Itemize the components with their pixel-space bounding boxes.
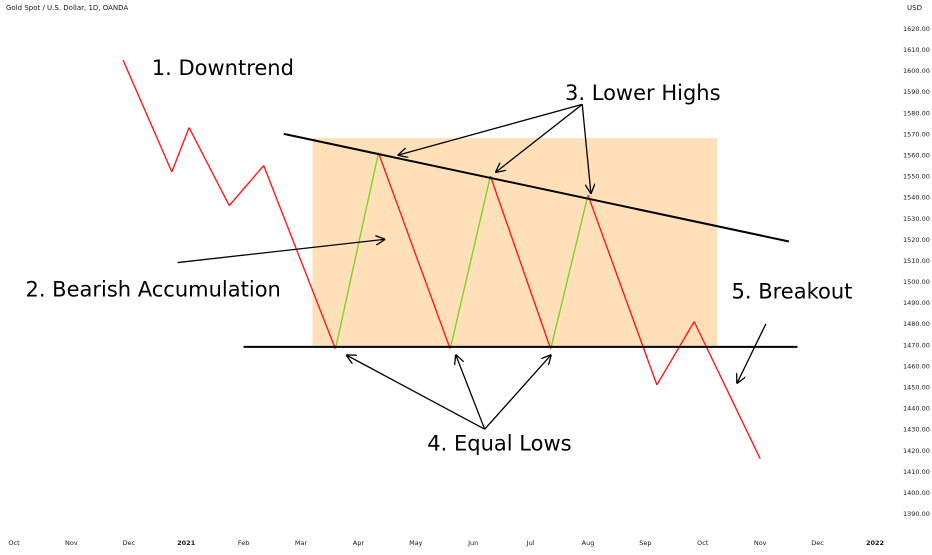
y-tick-label: 1430.00 <box>903 426 930 434</box>
x-tick-label: Dec <box>123 539 136 547</box>
y-tick-label: 1620.00 <box>903 25 930 33</box>
x-tick-label: 2022 <box>866 539 884 547</box>
x-tick-label: Apr <box>353 539 365 547</box>
annotation-arrow <box>484 355 551 430</box>
x-tick-label: Nov <box>65 539 78 547</box>
x-tick-label: Oct <box>697 539 709 547</box>
y-tick-label: 1590.00 <box>903 88 930 96</box>
accumulation-zone <box>312 138 718 347</box>
x-tick-label: Mar <box>295 539 308 547</box>
x-tick-label: Feb <box>238 539 250 547</box>
annotation-arrow <box>177 239 385 264</box>
y-tick-label: 1540.00 <box>903 194 930 202</box>
currency-label: USD <box>907 4 922 12</box>
price-segment-down <box>188 127 230 206</box>
annotation-arrow <box>737 323 767 383</box>
price-segment-up <box>334 152 380 350</box>
annotation-arrow <box>456 355 486 430</box>
x-tick-label: Aug <box>582 539 595 547</box>
price-segment-down <box>122 59 173 173</box>
annotation-arrow <box>399 103 583 155</box>
x-tick-label: Nov <box>754 539 767 547</box>
y-tick-label: 1480.00 <box>903 320 930 328</box>
price-segment-up <box>449 175 492 350</box>
resistance-trendline <box>283 132 790 243</box>
annotation-arrow <box>581 104 591 193</box>
y-tick-label: 1420.00 <box>903 447 930 455</box>
y-tick-label: 1550.00 <box>903 173 930 181</box>
y-tick-label: 1520.00 <box>903 236 930 244</box>
x-tick-label: Jul <box>526 539 535 547</box>
y-tick-label: 1460.00 <box>903 362 930 370</box>
price-segment-down <box>171 127 190 173</box>
annotation-arrow <box>347 355 485 430</box>
annotation-label: 2. Bearish Accumulation <box>25 277 280 301</box>
x-tick-label: 2021 <box>177 539 196 547</box>
price-segment-down <box>693 321 761 460</box>
x-tick-label: Dec <box>811 539 824 547</box>
y-tick-label: 1490.00 <box>903 299 930 307</box>
annotation-label: 3. Lower Highs <box>565 81 721 105</box>
y-tick-label: 1530.00 <box>903 215 930 223</box>
y-tick-label: 1500.00 <box>903 278 930 286</box>
y-tick-label: 1400.00 <box>903 489 930 497</box>
x-tick-label: Sep <box>639 539 651 547</box>
y-tick-label: 1410.00 <box>903 468 930 476</box>
y-tick-label: 1470.00 <box>903 341 930 349</box>
price-segment-down <box>228 165 265 207</box>
price-segment-down <box>377 152 451 350</box>
annotation-arrow <box>496 103 583 171</box>
price-segment-down <box>489 175 552 350</box>
annotation-label: 4. Equal Lows <box>427 431 571 455</box>
y-tick-label: 1440.00 <box>903 405 930 413</box>
symbol-title: Gold Spot / U.S. Dollar, 1D, OANDA <box>6 4 129 12</box>
y-tick-label: 1580.00 <box>903 109 930 117</box>
price-segment-down <box>587 194 658 386</box>
annotation-label: 1. Downtrend <box>152 56 294 80</box>
x-tick-label: May <box>409 539 423 547</box>
price-segment-down <box>656 321 695 386</box>
y-tick-label: 1450.00 <box>903 384 930 392</box>
y-tick-label: 1600.00 <box>903 67 930 75</box>
y-tick-label: 1570.00 <box>903 130 930 138</box>
price-segment-up <box>550 194 589 350</box>
x-tick-label: Jun <box>467 539 478 547</box>
annotation-label: 5. Breakout <box>732 279 853 303</box>
x-tick-label: Oct <box>8 539 20 547</box>
y-tick-label: 1610.00 <box>903 46 930 54</box>
y-tick-label: 1390.00 <box>903 510 930 518</box>
price-segment-down <box>263 165 337 350</box>
y-tick-label: 1510.00 <box>903 257 930 265</box>
y-tick-label: 1560.00 <box>903 151 930 159</box>
